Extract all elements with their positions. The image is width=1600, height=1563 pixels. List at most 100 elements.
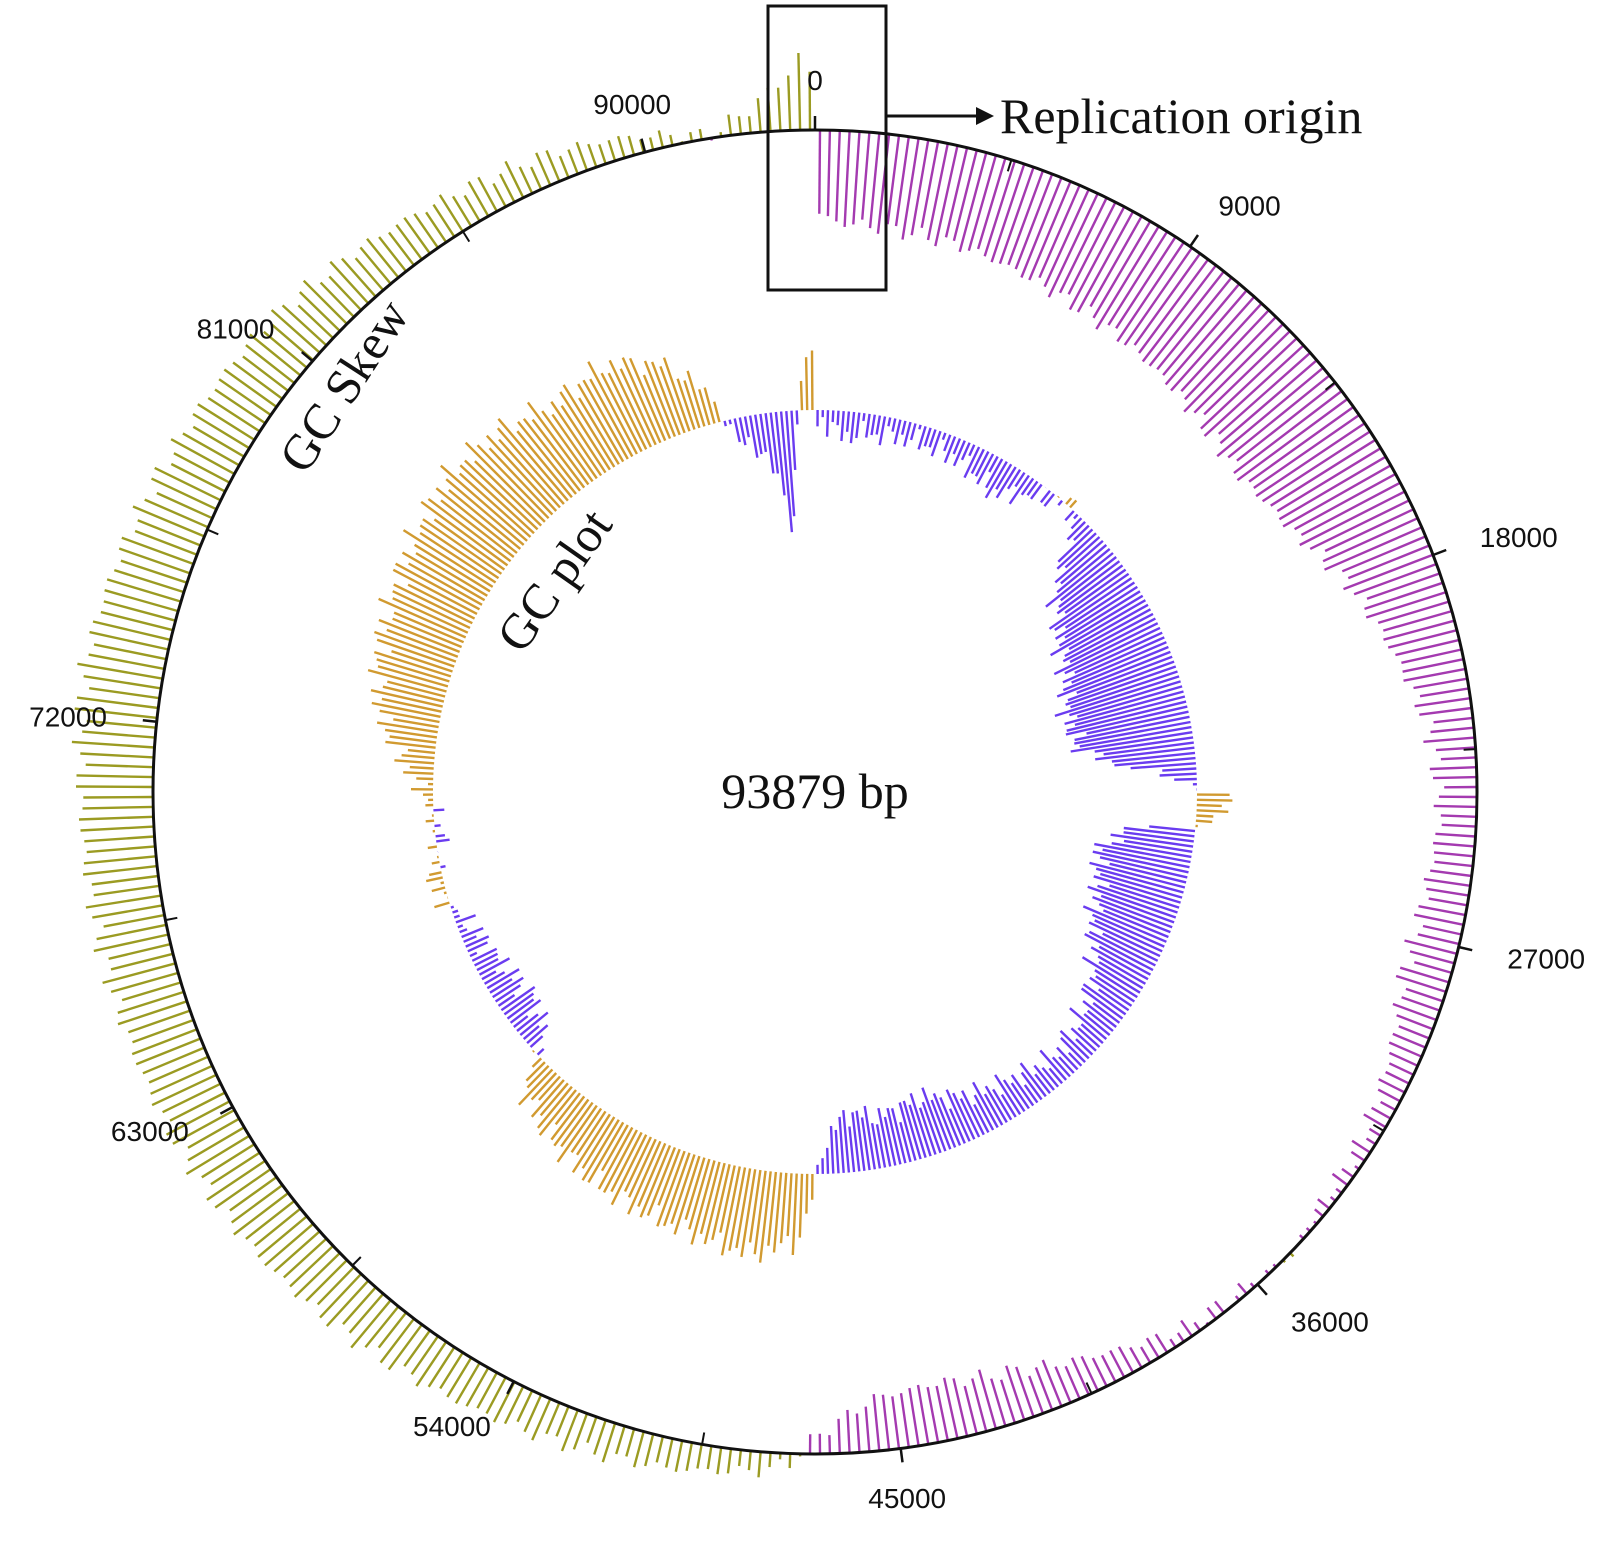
gc-plot-bar [785, 411, 796, 517]
gc-plot-bar [972, 1081, 999, 1129]
gc-plot-bar [621, 357, 662, 444]
gc-skew-bar [1392, 1002, 1437, 1022]
gc-plot-bar [551, 413, 598, 480]
gc-skew-bar [110, 952, 174, 971]
gc-skew-bar [747, 116, 752, 134]
gc-plot-bar [1054, 577, 1133, 631]
gc-plot-bar [1065, 705, 1188, 736]
gc-plot-bar [425, 819, 435, 823]
gc-skew-track [71, 52, 1478, 1478]
gc-skew-bar [737, 1449, 743, 1467]
gc-skew-bar [1214, 1300, 1225, 1314]
minor-tick [1463, 748, 1476, 751]
gc-plot-bar [1076, 685, 1183, 718]
gc-plot-bar [1020, 1071, 1043, 1101]
gc-skew-bar [1041, 1359, 1063, 1407]
gc-skew-bar [934, 145, 959, 247]
gc-plot-bar [1095, 746, 1195, 761]
gc-plot-bar [1058, 1056, 1075, 1074]
gc-skew-bar [1363, 1113, 1387, 1129]
gc-skew-bar [846, 1409, 851, 1454]
replication-origin-arrowhead [976, 107, 994, 125]
major-tick [1189, 234, 1200, 248]
gc-skew-bar [329, 260, 370, 305]
gc-plot-bar [849, 411, 856, 444]
major-tick [219, 1105, 234, 1115]
gc-plot-bar [409, 765, 434, 770]
gc-skew-bar [685, 1442, 694, 1472]
gc-skew-bar [245, 1199, 296, 1240]
gc-plot-bar [930, 1099, 952, 1150]
gc-plot-bar [463, 935, 477, 943]
gc-plot-bar [1071, 641, 1167, 684]
gc-skew-bar [492, 182, 507, 208]
gc-skew-bar [971, 1378, 988, 1432]
tick-label: 27000 [1507, 944, 1585, 975]
gc-skew-bar [137, 519, 202, 547]
gc-skew-bar [504, 160, 525, 199]
gc-skew-bar [82, 864, 158, 876]
gc-skew-bar [242, 355, 290, 392]
gc-skew-bar [706, 1445, 713, 1470]
gc-plot-bar [541, 410, 594, 483]
gc-plot-bar [440, 881, 445, 885]
gc-skew-bar [644, 1433, 655, 1467]
gc-plot-bar [392, 568, 478, 615]
gc-plot-bar [1000, 1093, 1017, 1118]
gc-plot-bar [600, 1124, 629, 1172]
gc-plot-bar [728, 419, 732, 425]
gc-skew-bar [716, 1447, 723, 1475]
gc-skew-bar [523, 1394, 543, 1433]
gc-plot-bar [407, 583, 476, 620]
gc-plot-bar [1023, 1084, 1039, 1104]
gc-plot-bar [1075, 1038, 1094, 1056]
gc-plot-bar [394, 759, 435, 765]
gc-skew-bar [232, 361, 284, 400]
gc-skew-bar [132, 505, 205, 538]
minor-tick [701, 1432, 706, 1445]
gc-skew-bar [990, 163, 1026, 263]
gc-skew-bar [1255, 422, 1366, 498]
gc-plot-bar [1064, 568, 1127, 614]
gc-plot-bar [461, 926, 484, 939]
gc-plot-bar [1058, 560, 1121, 608]
gc-plot-bar [1081, 956, 1141, 994]
gc-skew-bar [1388, 1041, 1423, 1058]
gc-skew-bar [1343, 553, 1434, 591]
gc-plot-bar [699, 1161, 721, 1235]
gc-plot-bar [711, 1164, 731, 1241]
gc-skew-bar [1070, 1357, 1090, 1396]
position-ticks: 0900018000270003600045000540006300072000… [29, 65, 1585, 1514]
gc-plot-bar [1054, 585, 1138, 640]
gc-plot-bar [526, 1024, 549, 1045]
gc-skew-bar [319, 281, 355, 318]
gc-skew-bar [302, 279, 348, 325]
gc-skew-bar [1203, 330, 1291, 416]
gc-skew-bar [1038, 184, 1081, 279]
gc-plot-bar [860, 1117, 871, 1171]
gc-plot-bar [883, 1116, 897, 1166]
gc-plot-bar [608, 359, 652, 448]
gc-plot-bar [1082, 1000, 1117, 1028]
gc-plot-bar [1094, 842, 1191, 864]
gc-plot-bar [877, 1107, 892, 1167]
gc-plot-bar [393, 583, 473, 625]
gc-plot-bar [389, 735, 437, 744]
gc-skew-bar [1139, 1346, 1152, 1364]
gc-plot-bar [804, 357, 809, 411]
gc-skew-bar [1430, 869, 1472, 878]
gc-plot-bar [403, 771, 434, 775]
gc-plot-bar [662, 1152, 691, 1227]
tick-label: 0 [807, 65, 823, 96]
gc-skew-bar [952, 149, 978, 242]
gc-plot-bar [433, 518, 506, 571]
gc-skew-bar [76, 774, 154, 779]
gc-plot-bar [1070, 670, 1178, 709]
gc-plot-bar [538, 1075, 561, 1101]
gc-plot-bar [575, 1110, 607, 1156]
gc-plot-bar [1159, 772, 1197, 777]
gc-skew-bar [206, 1159, 266, 1201]
gc-plot-bar [1056, 1046, 1079, 1071]
gc-plot-bar [1098, 988, 1130, 1012]
gc-plot-bar [952, 438, 962, 455]
